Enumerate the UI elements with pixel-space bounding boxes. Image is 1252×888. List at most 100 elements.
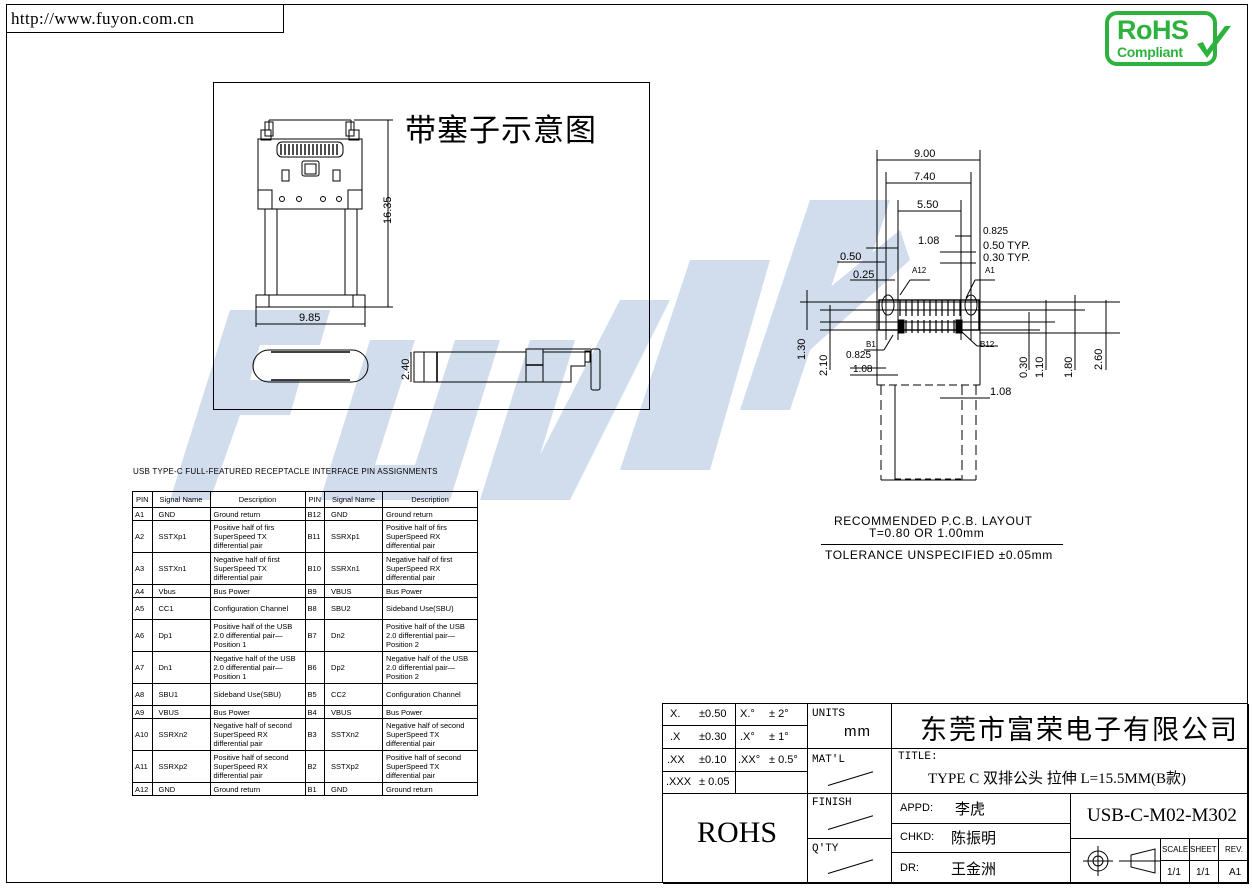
qty-cell: Q'TY xyxy=(808,839,892,884)
pcb-dim-0-30-right: 0.30 xyxy=(1018,356,1030,378)
signal-b: VBUS xyxy=(324,705,384,719)
pcb-dim-2-10: 2.10 xyxy=(818,354,830,376)
desc-b: Ground return xyxy=(382,782,479,796)
part-number: USB-C-M02-M302 xyxy=(1087,805,1237,826)
title-value: TYPE C 双排公头 拉伸 L=15.5MM(B款) xyxy=(928,771,1187,787)
pin-a: A6 xyxy=(132,619,153,652)
website-url[interactable]: http://www.fuyon.com.cn xyxy=(7,5,284,33)
signal-a: SSTXp1 xyxy=(151,520,211,553)
tol-value: ±0.50 xyxy=(699,708,727,720)
signal-b: SSRXn1 xyxy=(324,552,384,585)
pin-b: B9 xyxy=(304,584,326,598)
tol-angle-key: X.° xyxy=(740,708,755,720)
pcb-label-b12: B12 xyxy=(980,340,995,349)
pcb-label-a1: A1 xyxy=(985,266,995,275)
desc-b: Bus Power xyxy=(382,705,479,719)
appd-cell: APPD: 李虎 xyxy=(892,794,1071,824)
pin-a: A3 xyxy=(132,552,153,585)
pin-b: B4 xyxy=(304,705,326,719)
desc-b: Positive half of second SuperSpeed TX di… xyxy=(382,750,479,783)
signal-b: SSTXn2 xyxy=(324,718,384,751)
rohs-cell: ROHS xyxy=(663,794,808,884)
pin-a: A5 xyxy=(132,597,153,620)
qty-label: Q'TY xyxy=(812,843,839,855)
third-angle-projection-icon xyxy=(1083,846,1161,876)
tol-cell: .XXX ± 0.05 xyxy=(663,772,736,794)
desc-b: Negative half of the USB 2.0 differentia… xyxy=(382,651,479,684)
tol-angle-value: ± 0.5° xyxy=(769,754,798,766)
tol-angle-cell: .XX° ± 0.5° xyxy=(736,749,808,772)
rohs-badge-line2: Compliant xyxy=(1117,44,1183,60)
pcb-caption-divider xyxy=(821,544,1063,545)
pin-b: B5 xyxy=(304,683,326,706)
pcb-dim-9-00: 9.00 xyxy=(914,148,936,160)
part-number-cell: USB-C-M02-M302 xyxy=(1071,794,1249,839)
drawing-frame xyxy=(6,4,1248,883)
desc-b: Negative half of first SuperSpeed RX dif… xyxy=(382,552,479,585)
tol-key: .X xyxy=(670,731,681,743)
finish-cell: FINISH xyxy=(808,794,892,839)
units-cell: UNITS mm xyxy=(808,704,892,749)
scale-value: 1/1 xyxy=(1167,867,1181,878)
pcb-label-b1: B1 xyxy=(866,340,876,349)
dr-label: DR: xyxy=(900,862,919,874)
pin-a: A9 xyxy=(132,705,153,719)
desc-a: Bus Power xyxy=(209,705,306,719)
pcb-dim-1-10-right: 1.10 xyxy=(1034,356,1046,378)
signal-a: Vbus xyxy=(151,584,211,598)
appd-label: APPD: xyxy=(900,802,934,814)
desc-b: Bus Power xyxy=(382,584,479,598)
signal-b: Dp2 xyxy=(324,651,384,684)
rev-header-cell: REV. xyxy=(1219,839,1249,861)
pin-table-heading: USB TYPE-C FULL-FEATURED RECEPTACLE INTE… xyxy=(133,467,438,476)
desc-a: Positive half of the USB 2.0 differentia… xyxy=(209,619,306,652)
pcb-dim-1-80-right: 1.80 xyxy=(1063,356,1075,378)
title-cell: TITLE: TYPE C 双排公头 拉伸 L=15.5MM(B款) xyxy=(892,749,1249,794)
dr-cell: DR: 王金洲 xyxy=(892,853,1071,884)
signal-a: Dp1 xyxy=(151,619,211,652)
desc-a: Ground return xyxy=(209,507,306,521)
pin-b: B10 xyxy=(304,552,326,585)
pin-a: A4 xyxy=(132,584,153,598)
tolerance-note: TOLERANCE UNSPECIFIED ±0.05mm xyxy=(825,548,1053,562)
pin-b: B12 xyxy=(304,507,326,521)
pin-a: A8 xyxy=(132,683,153,706)
tol-angle-cell: X.° ± 2° xyxy=(736,704,808,726)
plug-thickness-dim: 2.40 xyxy=(400,358,412,380)
col-header-signal-a: Signal Name xyxy=(151,491,211,508)
desc-a: Ground return xyxy=(209,782,306,796)
material-label: MAT'L xyxy=(812,754,846,766)
signal-a: SSRXp2 xyxy=(151,750,211,783)
pcb-dim-1-30: 1.30 xyxy=(796,338,808,360)
company-cell: 东莞市富荣电子有限公司 xyxy=(892,704,1249,749)
signal-b: SSRXp1 xyxy=(324,520,384,553)
rohs-compliant-badge: RoHS Compliant xyxy=(1105,11,1217,66)
plug-height-dim: 16.35 xyxy=(382,196,394,224)
chkd-value: 陈振明 xyxy=(951,831,997,847)
pin-a: A11 xyxy=(132,750,153,783)
col-header-desc-b: Description xyxy=(382,491,479,508)
signal-b: GND xyxy=(324,782,384,796)
pin-b: B8 xyxy=(304,597,326,620)
signal-a: GND xyxy=(151,782,211,796)
pcb-caption-thickness: T=0.80 OR 1.00mm xyxy=(869,526,985,540)
pin-b: B7 xyxy=(304,619,326,652)
signal-b: SBU2 xyxy=(324,597,384,620)
sheet-value: 1/1 xyxy=(1196,867,1210,878)
signal-b: SSTXp2 xyxy=(324,750,384,783)
chkd-label: CHKD: xyxy=(900,831,935,843)
desc-a: Negative half of second SuperSpeed RX di… xyxy=(209,718,306,751)
desc-a: Configuration Channel xyxy=(209,597,306,620)
tol-angle-value: ± 1° xyxy=(769,731,789,743)
signal-b: GND xyxy=(324,507,384,521)
signal-b: VBUS xyxy=(324,584,384,598)
tol-key: X. xyxy=(670,708,681,720)
chkd-cell: CHKD: 陈振明 xyxy=(892,824,1071,853)
pcb-dim-0-50-typ: 0.50 TYP. xyxy=(983,240,1031,252)
